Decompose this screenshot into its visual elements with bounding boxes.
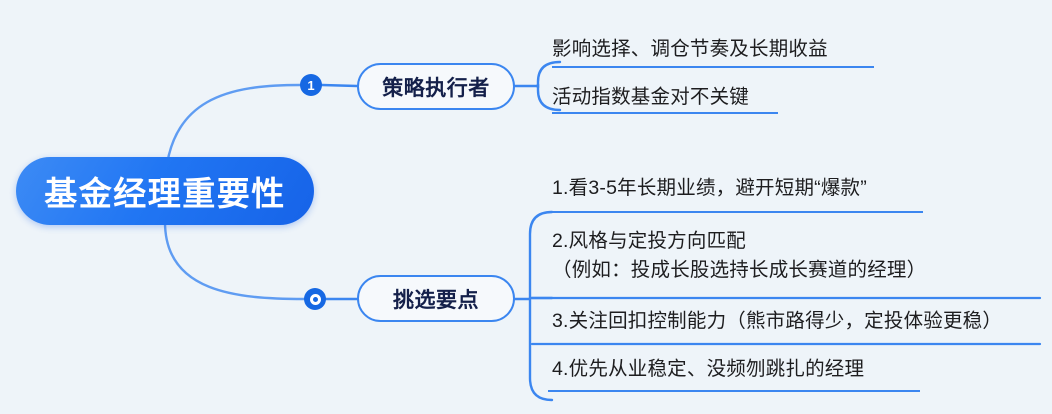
leaf-item[interactable]: 1.看3-5年长期业绩，避开短期“爆款” <box>552 172 867 204</box>
leaf-item[interactable]: 影响选择、调仓节奏及长期收益 <box>552 33 828 65</box>
leaf-text-line: 活动指数基金对不关键 <box>552 85 750 108</box>
leaf-item[interactable]: 活动指数基金对不关键 <box>552 81 749 113</box>
leaf-text-line: 3.关注回扣控制能力（熊市路得少，定投体验更稳） <box>552 309 1003 332</box>
leaf-text-line: 4.优先从业稳定、没频刎跳扎的经理 <box>552 357 865 380</box>
leaf-item[interactable]: 2.风格与定投方向匹配 （例如：投成长股选持长成长赛道的经理） <box>552 225 926 287</box>
branch-1-badge-label: 1 <box>307 77 315 93</box>
connector-root-to-branch2 <box>163 220 306 301</box>
root-node-label: 基金经理重要性 <box>44 175 286 212</box>
branch-2-ring-badge-icon[interactable] <box>304 288 326 310</box>
branch-1-number-badge-icon[interactable]: 1 <box>300 74 322 96</box>
leaf-text-line: （例如：投成长股选持长成长赛道的经理） <box>552 259 927 281</box>
leaf-underline <box>552 112 778 114</box>
branch-node-strategy-executor[interactable]: 策略执行者 <box>357 63 515 110</box>
branch-node-selection-points[interactable]: 挑选要点 <box>357 275 515 322</box>
branch-2-label: 挑选要点 <box>393 288 479 312</box>
leaf-underline <box>548 211 923 213</box>
leaf-item[interactable]: 4.优先从业稳定、没频刎跳扎的经理 <box>552 353 864 385</box>
leaf-underline <box>552 66 874 68</box>
root-node[interactable]: 基金经理重要性 <box>16 157 314 225</box>
bracket-group2 <box>528 210 554 402</box>
connector-badge1-to-pill1 <box>320 83 359 88</box>
branch-1-label: 策略执行者 <box>382 76 490 100</box>
leaf-text-line: 影响选择、调仓节奏及长期收益 <box>552 37 828 60</box>
leaf-item[interactable]: 3.关注回扣控制能力（熊市路得少，定投体验更稳） <box>552 305 1002 337</box>
leaf-text-line: 1.看3-5年长期业绩，避开短期“爆款” <box>552 176 867 199</box>
ring-glyph <box>309 293 321 305</box>
leaf-underline <box>548 390 920 392</box>
leaf-text-line: 2.风格与定投方向匹配 <box>552 230 746 252</box>
